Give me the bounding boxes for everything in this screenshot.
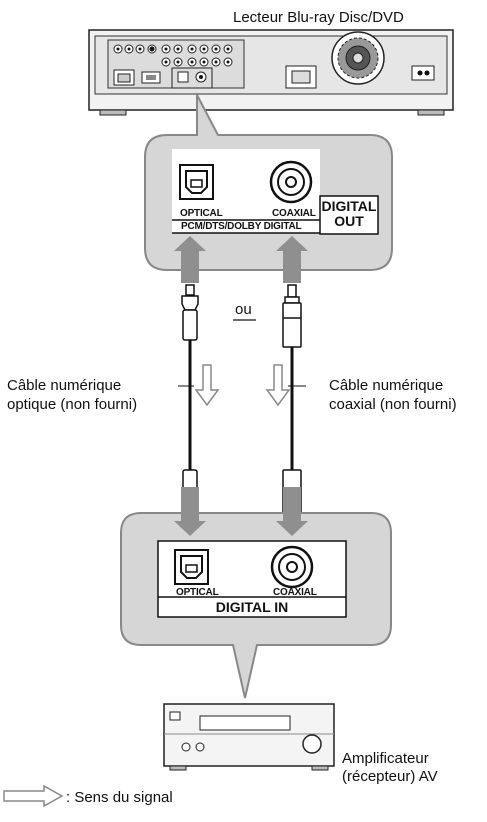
out-optical-label: OPTICAL bbox=[180, 208, 223, 219]
legend-signal-arrow bbox=[3, 784, 64, 808]
in-optical-label: OPTICAL bbox=[176, 587, 219, 598]
signal-direction-arrow-optical bbox=[194, 364, 220, 407]
or-label: ou bbox=[235, 301, 252, 318]
arrow-coaxial-top bbox=[276, 236, 308, 283]
coaxial-cable-label-line1: Câble numérique bbox=[329, 377, 444, 394]
optical-in-jack bbox=[174, 549, 209, 585]
amplifier-label-line2: (récepteur) AV bbox=[342, 768, 438, 785]
arrow-optical-top bbox=[174, 236, 206, 283]
signal-direction-arrow-coaxial bbox=[265, 364, 291, 407]
optical-out-jack bbox=[179, 164, 214, 200]
digital-in-label: DIGITAL IN bbox=[215, 599, 289, 615]
optical-cable-label-line1: Câble numérique bbox=[7, 377, 122, 394]
digital-in-callout bbox=[120, 512, 392, 699]
arrow-coaxial-bottom bbox=[276, 487, 308, 536]
out-format-label: PCM/DTS/DOLBY DIGITAL bbox=[181, 221, 302, 232]
bluray-player-rear-panel bbox=[88, 29, 454, 116]
optical-cable-label-line2: optique (non fourni) bbox=[7, 396, 138, 413]
legend-label: : Sens du signal bbox=[66, 789, 173, 806]
out-coaxial-label: COAXIAL bbox=[272, 208, 316, 219]
amplifier-label-line1: Amplificateur bbox=[342, 750, 429, 767]
digital-out-callout bbox=[144, 94, 393, 271]
digital-out-label-line2: OUT bbox=[334, 213, 364, 229]
digital-out-box bbox=[319, 195, 379, 235]
coaxial-cable-label-line2: coaxial (non fourni) bbox=[329, 396, 457, 413]
player-label: Lecteur Blu-ray Disc/DVD bbox=[233, 9, 404, 26]
in-coaxial-label: COAXIAL bbox=[273, 587, 317, 598]
coaxial-in-jack bbox=[270, 545, 314, 589]
arrow-optical-bottom bbox=[174, 487, 206, 536]
coaxial-out-jack bbox=[269, 160, 313, 204]
signal-arrows-top bbox=[174, 236, 308, 283]
signal-arrows-bottom bbox=[174, 487, 308, 536]
digital-out-label-line1: DIGITAL bbox=[321, 198, 377, 214]
av-amplifier bbox=[163, 703, 335, 771]
